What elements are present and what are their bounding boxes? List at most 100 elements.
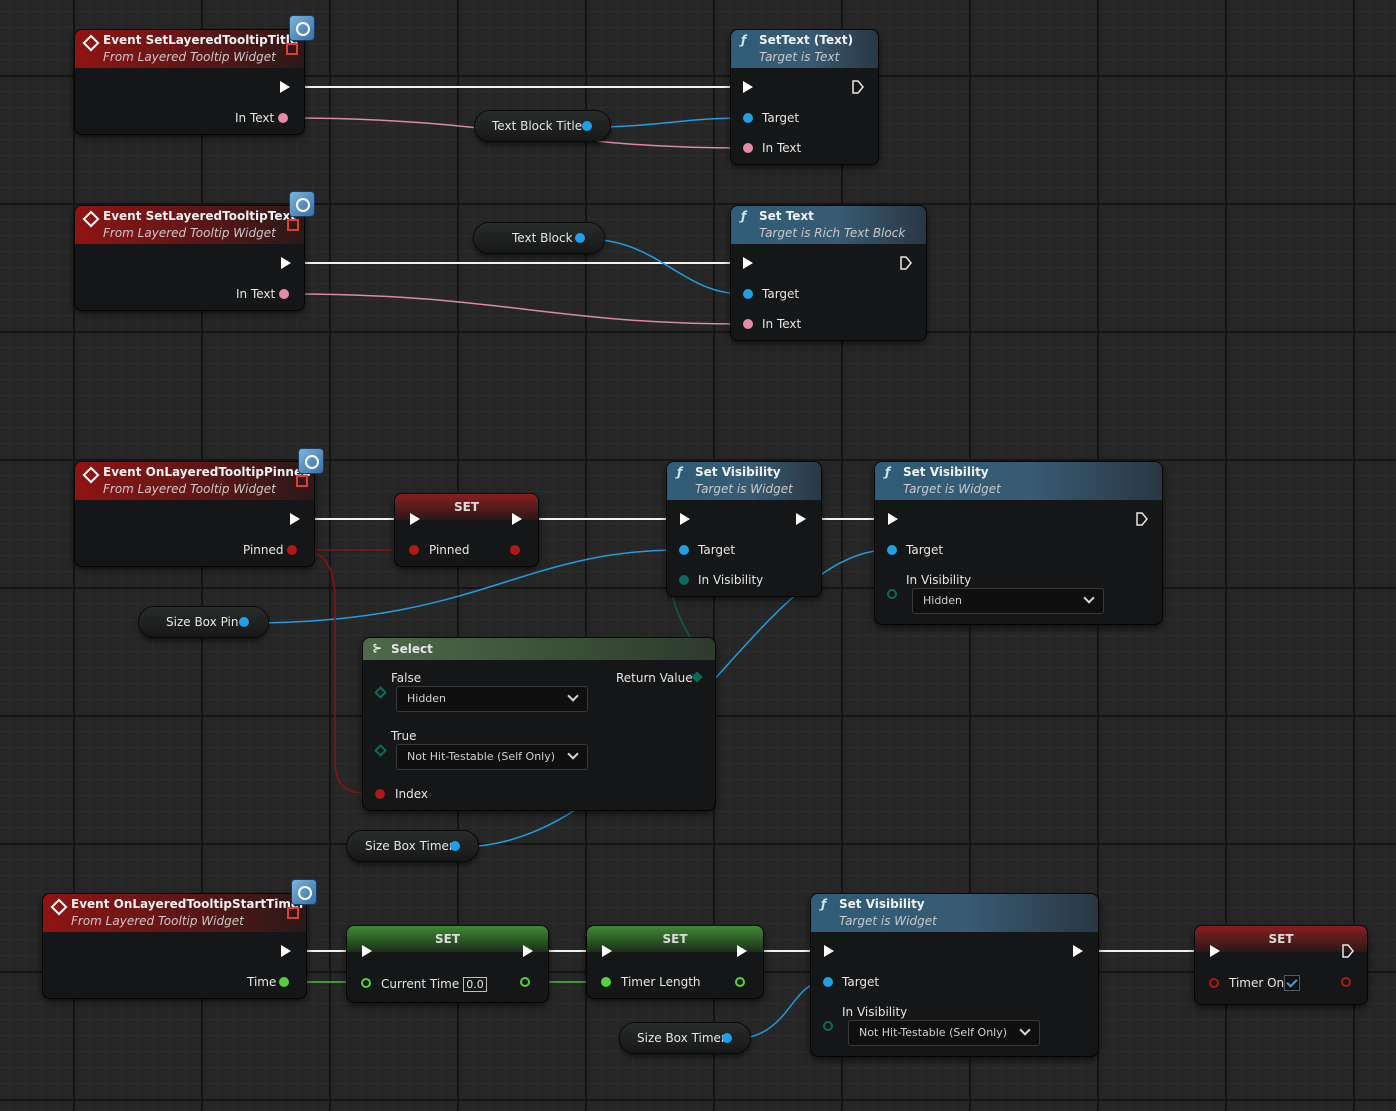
enum-in-pin[interactable] xyxy=(887,589,897,599)
widget-blueprint-icon xyxy=(292,880,316,904)
bool-in-pin[interactable] xyxy=(409,545,419,555)
chevron-down-icon xyxy=(1019,1024,1031,1036)
delegate-pin-icon[interactable] xyxy=(287,219,299,231)
exec-in-pin[interactable] xyxy=(362,945,372,957)
text-in-pin[interactable] xyxy=(743,143,753,153)
object-out-pin[interactable] xyxy=(722,1033,732,1043)
exec-in-pin[interactable] xyxy=(743,81,753,93)
float-in-pin[interactable] xyxy=(361,978,371,988)
exec-out-pin[interactable] xyxy=(281,257,291,269)
bool-in-pin[interactable] xyxy=(1209,978,1219,988)
exec-in-pin[interactable] xyxy=(680,513,690,525)
object-in-pin[interactable] xyxy=(887,545,897,555)
exec-in-pin[interactable] xyxy=(602,945,612,957)
object-wire xyxy=(584,238,745,295)
set-node-pinned[interactable]: SET Pinned xyxy=(395,494,538,566)
function-f-icon: ƒ xyxy=(741,209,747,223)
variable-getter-size-box-timer[interactable]: Size Box Timer xyxy=(347,831,478,861)
variable-getter-text-block[interactable]: Text Block xyxy=(474,223,604,253)
enum-in-pin[interactable] xyxy=(679,575,689,585)
function-f-icon: ƒ xyxy=(821,897,827,911)
object-out-pin[interactable] xyxy=(450,841,460,851)
pin-label: In Text xyxy=(236,287,276,301)
exec-out-pin[interactable] xyxy=(900,256,912,270)
object-in-pin[interactable] xyxy=(823,977,833,987)
delegate-pin-icon[interactable] xyxy=(287,907,299,919)
float-out-pin[interactable] xyxy=(735,977,745,987)
float-out-pin[interactable] xyxy=(279,977,289,987)
object-in-pin[interactable] xyxy=(743,289,753,299)
exec-out-pin[interactable] xyxy=(796,513,806,525)
pin-label: In Visibility xyxy=(698,573,764,587)
text-out-pin[interactable] xyxy=(279,289,289,299)
bool-out-pin[interactable] xyxy=(510,545,520,555)
event-node-tooltip-pinned[interactable]: Event OnLayeredTooltipPinned From Layere… xyxy=(75,462,314,566)
event-node-tooltip-start-timer[interactable]: Event OnLayeredTooltipStartTimer From La… xyxy=(43,894,306,998)
exec-out-pin[interactable] xyxy=(281,945,291,957)
variable-getter-size-box-timer[interactable]: Size Box Timer xyxy=(620,1023,750,1053)
float-out-pin[interactable] xyxy=(520,977,530,987)
pin-label: In Visibility xyxy=(842,1005,908,1019)
exec-out-pin[interactable] xyxy=(280,81,290,93)
object-out-pin[interactable] xyxy=(239,617,249,627)
variable-getter-text-block-title[interactable]: Text Block Title xyxy=(475,111,610,141)
text-in-pin[interactable] xyxy=(743,319,753,329)
exec-out-pin[interactable] xyxy=(852,80,864,94)
function-node-set-visibility-1[interactable]: ƒ Set Visibility Target is Widget Target… xyxy=(667,462,821,596)
chevron-down-icon xyxy=(567,690,579,702)
float-in-pin[interactable] xyxy=(601,977,611,987)
exec-out-pin[interactable] xyxy=(523,945,533,957)
exec-in-pin[interactable] xyxy=(410,513,420,525)
bool-out-pin[interactable] xyxy=(1341,977,1351,987)
visibility-dropdown[interactable]: Hidden xyxy=(912,588,1104,614)
function-node-set-text-rich[interactable]: ƒ Set Text Target is Rich Text Block Tar… xyxy=(731,206,926,340)
text-out-pin[interactable] xyxy=(278,113,288,123)
exec-out-pin[interactable] xyxy=(1136,512,1148,526)
enum-in-pin[interactable] xyxy=(823,1021,833,1031)
object-in-pin[interactable] xyxy=(743,113,753,123)
visibility-dropdown[interactable]: Not Hit-Testable (Self Only) xyxy=(848,1020,1040,1046)
enum-out-pin[interactable] xyxy=(691,671,703,683)
event-node-set-tooltip-title[interactable]: Event SetLayeredTooltipTitle From Layere… xyxy=(75,30,304,134)
pin-label: Timer On xyxy=(1229,976,1285,990)
exec-in-pin[interactable] xyxy=(743,257,753,269)
exec-in-pin[interactable] xyxy=(824,945,834,957)
enum-in-pin[interactable] xyxy=(374,744,387,757)
object-out-pin[interactable] xyxy=(575,233,585,243)
exec-in-pin[interactable] xyxy=(888,513,898,525)
function-node-set-visibility-3[interactable]: ƒ Set Visibility Target is Widget Target… xyxy=(811,894,1098,1056)
exec-in-pin[interactable] xyxy=(1210,945,1220,957)
event-node-set-tooltip-text[interactable]: Event SetLayeredTooltipText From Layered… xyxy=(75,206,304,310)
exec-out-pin[interactable] xyxy=(1342,944,1354,958)
exec-out-pin[interactable] xyxy=(290,513,300,525)
chevron-down-icon xyxy=(567,748,579,760)
select-node[interactable]: ⊱ Select False Hidden True Not Hit-Testa… xyxy=(363,638,715,810)
current-time-value-field[interactable]: 0.0 xyxy=(463,977,487,992)
function-node-settext[interactable]: ƒ SetText (Text) Target is Text Target I… xyxy=(731,30,878,164)
function-f-icon: ƒ xyxy=(677,465,683,479)
enum-in-pin[interactable] xyxy=(374,686,387,699)
bool-in-pin[interactable] xyxy=(375,789,385,799)
set-node-timer-on[interactable]: SET Timer On xyxy=(1195,926,1367,1004)
timer-on-checkbox[interactable] xyxy=(1284,975,1300,991)
exec-out-pin[interactable] xyxy=(1073,945,1083,957)
pin-label: Timer Length xyxy=(621,975,701,989)
pin-label: Target xyxy=(906,543,944,557)
set-node-timer-length[interactable]: SET Timer Length xyxy=(587,926,763,998)
delegate-pin-icon[interactable] xyxy=(286,43,298,55)
pin-label: In Visibility xyxy=(906,573,972,587)
object-out-pin[interactable] xyxy=(582,121,592,131)
function-node-set-visibility-2[interactable]: ƒ Set Visibility Target is Widget Target… xyxy=(875,462,1162,624)
bool-out-pin[interactable] xyxy=(287,545,297,555)
delegate-pin-icon[interactable] xyxy=(296,475,308,487)
object-wire xyxy=(591,117,745,128)
false-value-dropdown[interactable]: Hidden xyxy=(396,686,588,712)
exec-out-pin[interactable] xyxy=(512,513,522,525)
pin-label: In Text xyxy=(762,317,802,331)
variable-getter-size-box-pin[interactable]: Size Box Pin xyxy=(139,607,268,637)
object-in-pin[interactable] xyxy=(679,545,689,555)
true-value-dropdown[interactable]: Not Hit-Testable (Self Only) xyxy=(396,744,588,770)
exec-out-pin[interactable] xyxy=(737,945,747,957)
